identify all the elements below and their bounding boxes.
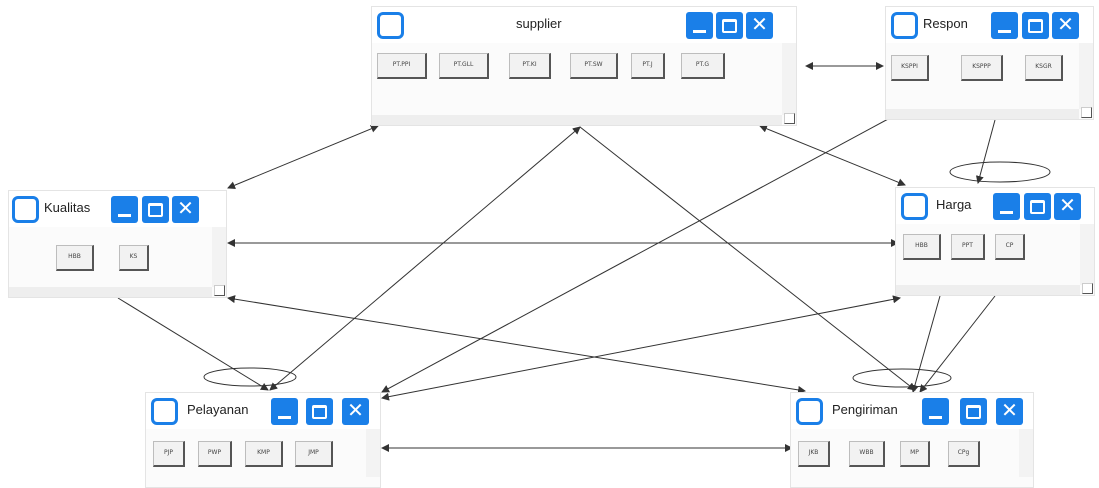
pengiriman-vertical-scrollbar[interactable]	[1019, 429, 1033, 477]
respon-vertical-scrollbar[interactable]	[1079, 43, 1093, 109]
pelayanan-vertical-scrollbar[interactable]	[366, 429, 380, 477]
pengiriman-titlebar[interactable]: Pengiriman ✕	[791, 393, 1033, 429]
pengiriman-body: JKB WBB MP CPg	[791, 429, 1033, 487]
respon-body: KSPPI KSPPP KSGR	[886, 43, 1093, 119]
kualitas-horizontal-scrollbar[interactable]	[9, 287, 212, 297]
harga-title: Harga	[936, 197, 972, 212]
pengiriman-item[interactable]: CPg	[948, 441, 980, 467]
respon-title: Respon	[923, 16, 968, 31]
harga-app-icon[interactable]	[901, 193, 928, 220]
pelayanan-minimize-button[interactable]	[271, 398, 298, 425]
pengiriman-window[interactable]: Pengiriman ✕ JKB WBB MP CPg	[790, 392, 1034, 488]
supplier-maximize-button[interactable]	[716, 12, 743, 39]
link-harga-pelayanan	[381, 295, 901, 401]
harga-maximize-button[interactable]	[1024, 193, 1051, 220]
pelayanan-item[interactable]: PJP	[153, 441, 185, 467]
link-respon-pelayanan	[381, 117, 891, 393]
respon-item[interactable]: KSGR	[1025, 55, 1063, 81]
harga-item[interactable]: CP	[995, 234, 1025, 260]
harga-body: HBB PPT CP	[896, 224, 1094, 295]
link-supplier-pelayanan	[269, 126, 581, 391]
supplier-horizontal-scrollbar[interactable]	[372, 115, 782, 125]
pelayanan-titlebar[interactable]: Pelayanan ✕	[146, 393, 380, 429]
kualitas-title: Kualitas	[44, 200, 91, 215]
respon-window[interactable]: Respon ✕ KSPPI KSPPP KSGR	[885, 6, 1094, 120]
harga-window[interactable]: Harga ✕ HBB PPT CP	[895, 187, 1095, 296]
link-harga-pengiriman-a	[911, 295, 941, 393]
supplier-body: PT.PPI PT.GLL PT.KI PT.SW PT.J PT.G	[372, 43, 796, 125]
pengiriman-maximize-button[interactable]	[960, 398, 987, 425]
loop-pengiriman	[852, 368, 952, 388]
pengiriman-item[interactable]: MP	[900, 441, 930, 467]
respon-minimize-button[interactable]	[991, 12, 1018, 39]
pelayanan-title: Pelayanan	[187, 402, 249, 417]
pelayanan-item[interactable]: PWP	[198, 441, 232, 467]
harga-horizontal-scrollbar[interactable]	[896, 285, 1080, 295]
link-harga-pengiriman-b	[919, 295, 996, 393]
respon-app-icon[interactable]	[891, 12, 918, 39]
pelayanan-item[interactable]: JMP	[295, 441, 333, 467]
supplier-window[interactable]: supplier ✕ PT.PPI PT.GLL PT.KI PT.SW PT.…	[371, 6, 797, 126]
pengiriman-title: Pengiriman	[832, 402, 898, 417]
supplier-resize-grip[interactable]	[784, 113, 795, 124]
pengiriman-close-button[interactable]: ✕	[996, 398, 1023, 425]
supplier-title: supplier	[516, 16, 562, 31]
supplier-item[interactable]: PT.PPI	[377, 53, 427, 79]
kualitas-minimize-button[interactable]	[111, 196, 138, 223]
supplier-app-icon[interactable]	[377, 12, 404, 39]
supplier-item[interactable]: PT.GLL	[439, 53, 489, 79]
pengiriman-item[interactable]: JKB	[798, 441, 830, 467]
harga-item[interactable]: PPT	[951, 234, 985, 260]
respon-resize-grip[interactable]	[1081, 107, 1092, 118]
kualitas-app-icon[interactable]	[12, 196, 39, 223]
link-supplier-harga	[759, 124, 906, 187]
pelayanan-close-button[interactable]: ✕	[342, 398, 369, 425]
link-kualitas-pengiriman	[227, 295, 806, 394]
respon-horizontal-scrollbar[interactable]	[886, 109, 1079, 119]
loop-harga	[949, 161, 1051, 183]
supplier-vertical-scrollbar[interactable]	[782, 43, 796, 115]
harga-item[interactable]: HBB	[903, 234, 941, 260]
kualitas-maximize-button[interactable]	[142, 196, 169, 223]
kualitas-close-button[interactable]: ✕	[172, 196, 199, 223]
kualitas-item[interactable]: KS	[119, 245, 149, 271]
harga-minimize-button[interactable]	[993, 193, 1020, 220]
pelayanan-item[interactable]: KMP	[245, 441, 283, 467]
respon-item[interactable]: KSPPP	[961, 55, 1003, 81]
loop-pelayanan	[203, 367, 297, 387]
kualitas-window[interactable]: Kualitas ✕ HBB KS	[8, 190, 227, 298]
supplier-item[interactable]: PT.KI	[509, 53, 551, 79]
kualitas-titlebar[interactable]: Kualitas ✕	[9, 191, 226, 227]
supplier-titlebar[interactable]: supplier ✕	[372, 7, 796, 43]
supplier-item[interactable]: PT.G	[681, 53, 725, 79]
link-respon-harga	[975, 119, 996, 184]
supplier-item[interactable]: PT.SW	[570, 53, 618, 79]
pelayanan-window[interactable]: Pelayanan ✕ PJP PWP KMP JMP	[145, 392, 381, 488]
respon-item[interactable]: KSPPI	[891, 55, 929, 81]
pelayanan-maximize-button[interactable]	[306, 398, 333, 425]
kualitas-body: HBB KS	[9, 227, 226, 297]
respon-maximize-button[interactable]	[1022, 12, 1049, 39]
kualitas-vertical-scrollbar[interactable]	[212, 227, 226, 287]
supplier-item[interactable]: PT.J	[631, 53, 665, 79]
supplier-close-button[interactable]: ✕	[746, 12, 773, 39]
respon-titlebar[interactable]: Respon ✕	[886, 7, 1093, 43]
pelayanan-app-icon[interactable]	[151, 398, 178, 425]
pengiriman-item[interactable]: WBB	[849, 441, 885, 467]
supplier-minimize-button[interactable]	[686, 12, 713, 39]
harga-titlebar[interactable]: Harga ✕	[896, 188, 1094, 224]
harga-close-button[interactable]: ✕	[1054, 193, 1081, 220]
kualitas-item[interactable]: HBB	[56, 245, 94, 271]
pengiriman-app-icon[interactable]	[796, 398, 823, 425]
pelayanan-body: PJP PWP KMP JMP	[146, 429, 380, 487]
harga-vertical-scrollbar[interactable]	[1080, 224, 1094, 285]
pengiriman-minimize-button[interactable]	[922, 398, 949, 425]
harga-resize-grip[interactable]	[1082, 283, 1093, 294]
kualitas-resize-grip[interactable]	[214, 285, 225, 296]
respon-close-button[interactable]: ✕	[1052, 12, 1079, 39]
link-kualitas-pelayanan	[117, 297, 269, 391]
link-supplier-kualitas	[227, 124, 379, 190]
